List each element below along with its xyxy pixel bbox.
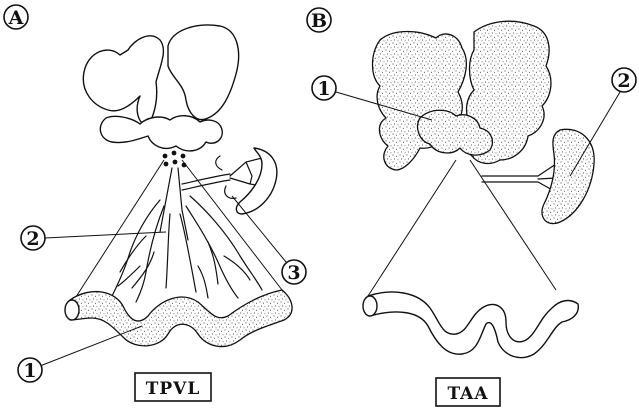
panel-a-label: A [4, 5, 28, 29]
panel-b: B 1 2 TAA [307, 8, 636, 406]
svg-text:1: 1 [23, 360, 36, 382]
splenic-vessel-b [482, 164, 556, 192]
svg-text:2: 2 [617, 70, 630, 92]
svg-text:2: 2 [26, 228, 39, 250]
spleen-a [236, 148, 277, 214]
marker-b-2: 2 [570, 68, 636, 176]
intestine-end-a [65, 300, 79, 320]
duodenum-loop-a [100, 116, 222, 151]
svg-text:1: 1 [317, 78, 330, 100]
caption-box-b: TAA [436, 378, 500, 406]
pancreas-a [83, 36, 163, 126]
caption-b: TAA [447, 384, 488, 404]
caption-a: TPVL [146, 379, 201, 399]
panel-a: A [4, 5, 306, 401]
splenic-vessel-a [182, 174, 230, 190]
panel-b-label: B [307, 8, 331, 32]
svg-text:3: 3 [287, 262, 300, 284]
intestine-a [70, 290, 292, 347]
panel-a-letter: A [8, 7, 24, 29]
spleen-b [542, 129, 594, 223]
panel-b-letter: B [311, 10, 327, 32]
mesentery-b [368, 160, 556, 296]
intestine-end-b [363, 296, 377, 316]
pancreas-right-lobe-a [168, 25, 239, 120]
intestine-b [368, 292, 578, 358]
caption-box-a: TPVL [135, 373, 211, 401]
vessel-stumps-a [163, 151, 187, 168]
